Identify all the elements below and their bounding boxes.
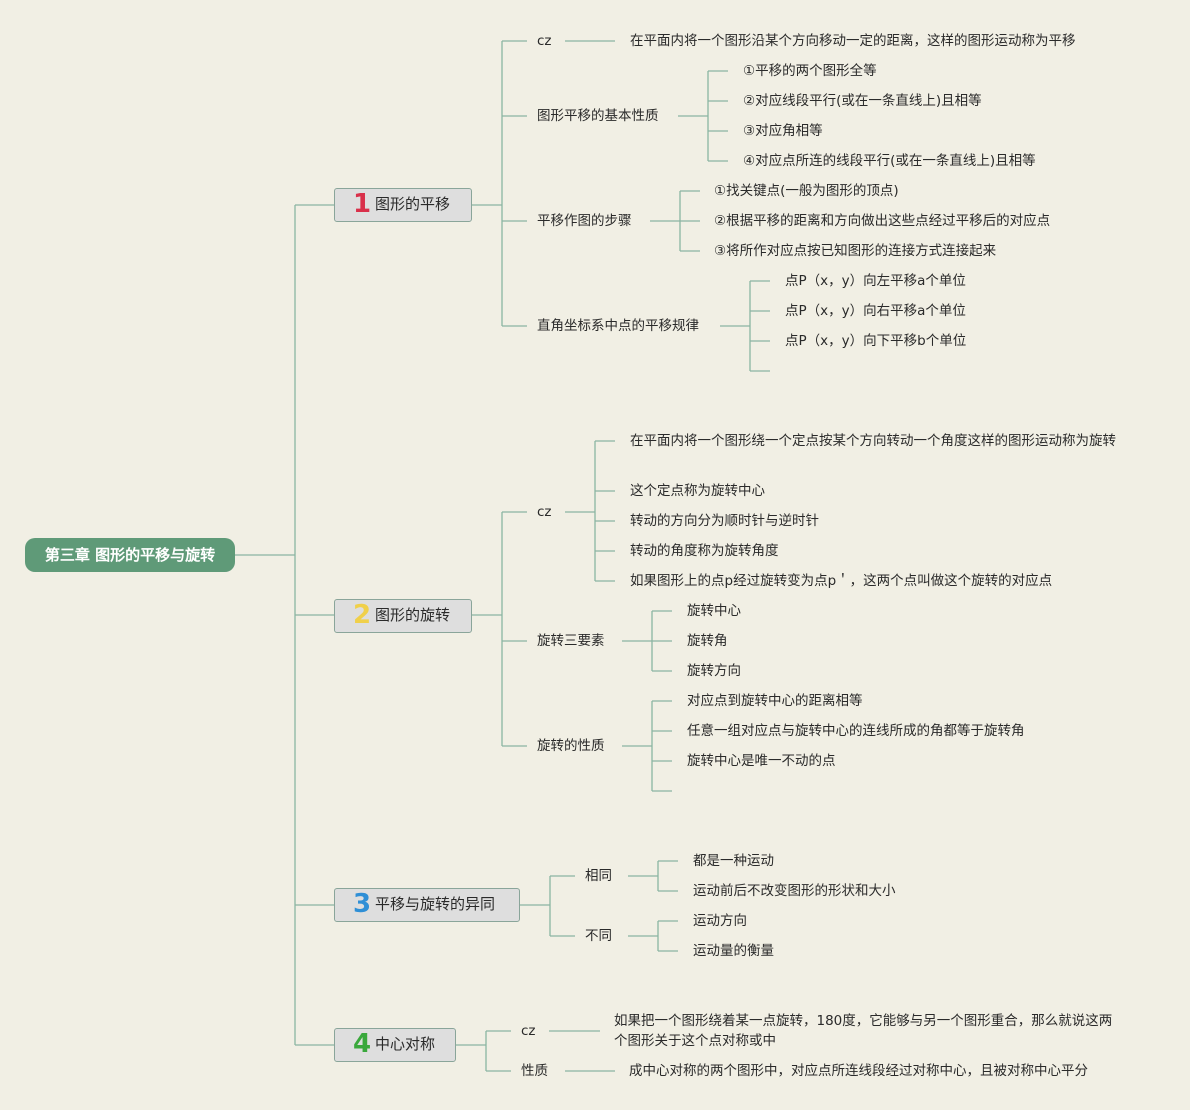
rotation-properties-label[interactable]: 旋转的性质 bbox=[537, 738, 605, 754]
rotation-property-item[interactable]: 任意一组对应点与旋转中心的连线所成的角都等于旋转角 bbox=[687, 723, 1025, 739]
number-2-badge: 2 bbox=[353, 600, 372, 630]
coordinate-rule-label[interactable]: 直角坐标系中点的平移规律 bbox=[537, 318, 699, 334]
topic-label: 图形的平移 bbox=[375, 195, 451, 213]
same-item[interactable]: 运动前后不改变图形的形状和大小 bbox=[693, 883, 896, 899]
rotation-property-item[interactable]: 对应点到旋转中心的距离相等 bbox=[687, 693, 863, 709]
topic-rotation[interactable]: 2 图形的旋转 bbox=[334, 599, 472, 633]
different-item[interactable]: 运动方向 bbox=[693, 913, 747, 929]
topic-comparison[interactable]: 3 平移与旋转的异同 bbox=[334, 888, 520, 922]
same-label[interactable]: 相同 bbox=[585, 868, 612, 884]
rotation-element-item[interactable]: 旋转角 bbox=[687, 633, 728, 649]
translation-property-item[interactable]: ②对应线段平行(或在一条直线上)且相等 bbox=[743, 93, 982, 109]
rotation-cz-label[interactable]: cz bbox=[537, 504, 552, 520]
topic-label: 图形的旋转 bbox=[375, 606, 451, 624]
translation-step-item[interactable]: ③将所作对应点按已知图形的连接方式连接起来 bbox=[714, 243, 997, 259]
translation-property-item[interactable]: ①平移的两个图形全等 bbox=[743, 63, 877, 79]
translation-step-item[interactable]: ①找关键点(一般为图形的顶点) bbox=[714, 183, 899, 199]
rotation-elements-label[interactable]: 旋转三要素 bbox=[537, 633, 605, 649]
translation-property-item[interactable]: ③对应角相等 bbox=[743, 123, 823, 139]
topic-label: 平移与旋转的异同 bbox=[375, 895, 496, 913]
rotation-element-item[interactable]: 旋转中心 bbox=[687, 603, 741, 619]
rotation-cz-item[interactable]: 转动的角度称为旋转角度 bbox=[630, 543, 779, 559]
translation-properties-label[interactable]: 图形平移的基本性质 bbox=[537, 108, 659, 124]
topic-translation[interactable]: 1 图形的平移 bbox=[334, 188, 472, 222]
translation-steps-label[interactable]: 平移作图的步骤 bbox=[537, 213, 632, 229]
same-item[interactable]: 都是一种运动 bbox=[693, 853, 774, 869]
symmetry-property[interactable]: 成中心对称的两个图形中，对应点所连线段经过对称中心，且被对称中心平分 bbox=[629, 1063, 1088, 1079]
coordinate-rule-item[interactable]: 点P（x，y）向右平移a个单位 bbox=[785, 303, 966, 319]
rotation-cz-item[interactable]: 如果图形上的点p经过旋转变为点p＇，这两个点叫做这个旋转的对应点 bbox=[630, 573, 1053, 589]
topic-label: 中心对称 bbox=[375, 1035, 436, 1053]
rotation-cz-item[interactable]: 转动的方向分为顺时针与逆时针 bbox=[630, 513, 819, 529]
translation-step-item[interactable]: ②根据平移的距离和方向做出这些点经过平移后的对应点 bbox=[714, 213, 1051, 229]
translation-definition[interactable]: 在平面内将一个图形沿某个方向移动一定的距离，这样的图形运动称为平移 bbox=[630, 33, 1076, 49]
rotation-definition[interactable]: 在平面内将一个图形绕一个定点按某个方向转动一个角度这样的图形运动称为旋转 bbox=[630, 433, 1116, 449]
root-topic[interactable]: 第三章 图形的平移与旋转 bbox=[25, 538, 235, 572]
different-item[interactable]: 运动量的衡量 bbox=[693, 943, 774, 959]
different-label[interactable]: 不同 bbox=[585, 928, 612, 944]
rotation-property-item[interactable]: 旋转中心是唯一不动的点 bbox=[687, 753, 836, 769]
coordinate-rule-item[interactable]: 点P（x，y）向下平移b个单位 bbox=[785, 333, 967, 349]
symmetry-properties-label[interactable]: 性质 bbox=[521, 1063, 548, 1079]
symmetry-definition[interactable]: 如果把一个图形绕着某一点旋转，180度，它能够与另一个图形重合，那么就说这两个图… bbox=[614, 1013, 1113, 1049]
number-1-badge: 1 bbox=[353, 189, 372, 219]
rotation-element-item[interactable]: 旋转方向 bbox=[687, 663, 741, 679]
topic-central-symmetry[interactable]: 4 中心对称 bbox=[334, 1028, 456, 1062]
number-4-badge: 4 bbox=[353, 1029, 372, 1059]
number-3-badge: 3 bbox=[353, 889, 372, 919]
translation-property-item[interactable]: ④对应点所连的线段平行(或在一条直线上)且相等 bbox=[743, 153, 1036, 169]
symmetry-cz-label[interactable]: cz bbox=[521, 1023, 536, 1039]
rotation-cz-item[interactable]: 这个定点称为旋转中心 bbox=[630, 483, 765, 499]
coordinate-rule-item[interactable]: 点P（x，y）向左平移a个单位 bbox=[785, 273, 966, 289]
translation-cz-label[interactable]: cz bbox=[537, 33, 552, 49]
